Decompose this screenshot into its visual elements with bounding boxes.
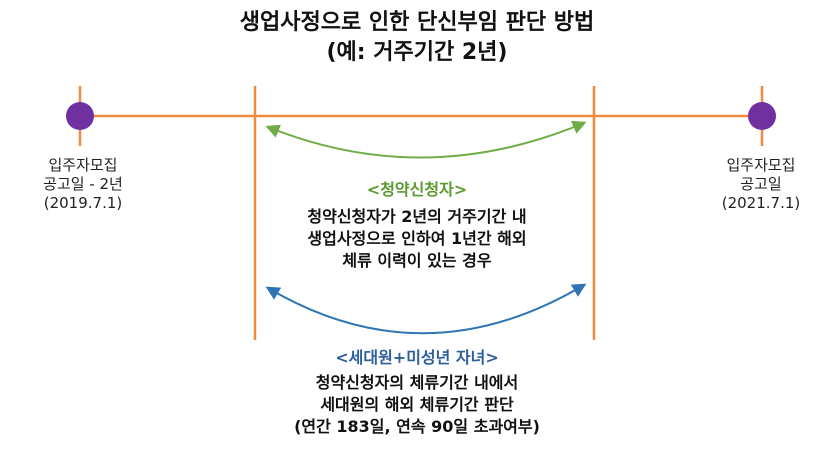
household-line: 세대원의 해외 체류기간 판단: [320, 395, 514, 414]
household-line: (연간 183일, 연속 90일 초과여부): [294, 417, 540, 436]
diagram-title: 생업사정으로 인한 단신부임 판단 방법: [239, 10, 595, 35]
applicant-block: <청약신청자> 청약신청자가 2년의 거주기간 내 생업사정으로 인하여 1년간…: [0, 180, 834, 272]
start-label-line: (2019.7.1): [43, 194, 123, 212]
end-label-line: (2021.7.1): [721, 194, 801, 212]
household-period-arrow: [265, 283, 587, 335]
applicant-line: 생업사정으로 인하여 1년간 해외: [307, 229, 527, 248]
end-dot: [748, 102, 776, 130]
start-date-label: 입주자모집 공고일 - 2년 (2019.7.1): [8, 156, 158, 213]
applicant-period-arrow: [265, 120, 587, 159]
household-block: <세대원+미성년 자녀> 청약신청자의 체류기간 내에서 세대원의 해외 체류기…: [0, 348, 834, 438]
start-label-line: 공고일 - 2년: [43, 175, 123, 193]
applicant-line: 체류 이력이 있는 경우: [342, 251, 492, 270]
start-label-line: 입주자모집: [48, 156, 118, 174]
applicant-line: 청약신청자가 2년의 거주기간 내: [307, 207, 527, 226]
end-label-line: 입주자모집: [726, 156, 796, 174]
start-dot: [66, 102, 94, 130]
end-date-label: 입주자모집 공고일 (2021.7.1): [686, 156, 834, 213]
applicant-heading: <청약신청자>: [366, 180, 468, 199]
household-line: 청약신청자의 체류기간 내에서: [315, 373, 519, 392]
diagram-subtitle: (예: 거주기간 2년): [326, 40, 508, 65]
household-heading: <세대원+미성년 자녀>: [335, 348, 499, 367]
end-label-line: 공고일: [740, 175, 782, 193]
